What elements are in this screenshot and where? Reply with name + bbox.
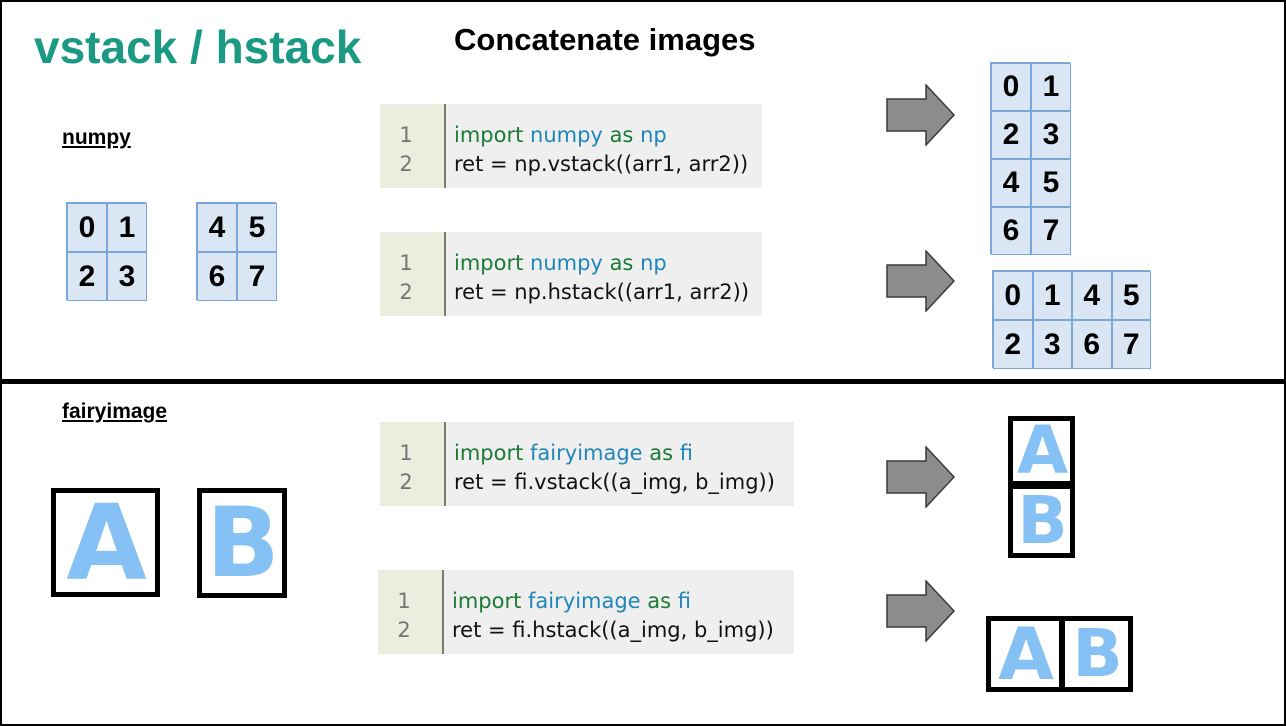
right-arrow-icon	[886, 446, 956, 508]
import-keyword: import	[452, 589, 522, 613]
right-arrow-icon	[886, 580, 956, 642]
result-cell: 0	[993, 271, 1033, 320]
module-name: numpy	[530, 123, 603, 147]
code-statement: ret = np.vstack((arr1, arr2))	[454, 152, 749, 176]
code-line: 2 ret = fi.hstack((a_img, b_img))	[378, 615, 794, 645]
vstack-result-a-tile: A	[1008, 416, 1075, 486]
result-cell: 6	[1072, 320, 1112, 369]
arr1-cell: 1	[107, 203, 147, 252]
letter-a: A	[998, 616, 1054, 692]
page-subtitle: Concatenate images	[454, 22, 756, 57]
line-number: 2	[399, 280, 413, 304]
result-cell: 3	[1032, 320, 1072, 369]
arr1-cell: 3	[107, 252, 147, 301]
arr2-cell: 7	[237, 252, 277, 301]
right-arrow-icon	[886, 84, 956, 146]
arr2-cell: 4	[197, 203, 237, 252]
as-keyword: as	[647, 589, 672, 613]
result-cell: 7	[1111, 320, 1151, 369]
as-keyword: as	[609, 251, 634, 275]
code-line: 1 import fairyimage as fi	[378, 586, 794, 616]
result-cell: 0	[991, 63, 1031, 111]
code-statement: ret = np.hstack((arr1, arr2))	[454, 280, 750, 304]
arr1-grid: 0 1 2 3	[66, 202, 147, 301]
arr1-cell: 0	[67, 203, 107, 252]
code-line: 2 ret = fi.vstack((a_img, b_img))	[380, 467, 794, 497]
line-number: 1	[399, 251, 413, 275]
result-cell: 5	[1031, 159, 1071, 207]
as-keyword: as	[609, 123, 634, 147]
code-line: 2 ret = np.vstack((arr1, arr2))	[380, 149, 762, 179]
line-number: 2	[397, 618, 411, 642]
result-cell: 1	[1031, 63, 1071, 111]
arr2-grid: 4 5 6 7	[196, 202, 277, 301]
hstack-result-a-tile: A	[986, 616, 1064, 692]
result-cell: 4	[1072, 271, 1112, 320]
line-number: 1	[397, 589, 411, 613]
hstack-result-grid: 0 1 4 5 2 3 6 7	[992, 270, 1151, 369]
code-statement: ret = fi.vstack((a_img, b_img))	[454, 470, 775, 494]
letter-b: B	[1017, 484, 1067, 558]
numpy-vstack-code: 1 import numpy as np 2 ret = np.vstack((…	[380, 104, 762, 188]
arr2-cell: 5	[237, 203, 277, 252]
result-cell: 2	[991, 111, 1031, 159]
code-line: 1 import numpy as np	[380, 120, 762, 150]
import-keyword: import	[454, 251, 524, 275]
vstack-result-b-tile: B	[1008, 484, 1075, 558]
module-alias: fi	[677, 589, 692, 613]
result-cell: 5	[1111, 271, 1151, 320]
code-statement: ret = fi.hstack((a_img, b_img))	[452, 618, 774, 642]
section-divider	[0, 379, 1286, 384]
module-alias: np	[640, 123, 667, 147]
line-gutter	[380, 232, 446, 316]
module-name: fairyimage	[530, 441, 643, 465]
letter-b: B	[1072, 616, 1122, 692]
line-gutter	[378, 570, 444, 654]
image-a-tile: A	[51, 488, 160, 597]
arr2-cell: 6	[197, 252, 237, 301]
hstack-result-b-tile: B	[1060, 616, 1133, 692]
line-number: 2	[399, 152, 413, 176]
module-alias: fi	[679, 441, 694, 465]
page-title: vstack / hstack	[34, 21, 362, 73]
fairyimage-hstack-code: 1 import fairyimage as fi 2 ret = fi.hst…	[378, 570, 794, 654]
result-cell: 1	[1032, 271, 1072, 320]
module-name: numpy	[530, 251, 603, 275]
letter-b: B	[206, 488, 279, 598]
fairyimage-section-label: fairyimage	[62, 400, 168, 423]
module-alias: np	[640, 251, 667, 275]
result-cell: 7	[1031, 207, 1071, 255]
fairyimage-vstack-code: 1 import fairyimage as fi 2 ret = fi.vst…	[380, 422, 794, 506]
result-cell: 6	[991, 207, 1031, 255]
result-cell: 4	[991, 159, 1031, 207]
line-number: 2	[399, 470, 413, 494]
module-name: fairyimage	[528, 589, 641, 613]
code-line: 1 import numpy as np	[380, 248, 762, 278]
arr1-cell: 2	[67, 252, 107, 301]
letter-a: A	[66, 488, 146, 597]
as-keyword: as	[649, 441, 674, 465]
vstack-result-grid: 0 1 2 3 4 5 6 7	[990, 62, 1071, 255]
import-keyword: import	[454, 441, 524, 465]
line-gutter	[380, 422, 446, 506]
result-cell: 3	[1031, 111, 1071, 159]
result-cell: 2	[993, 320, 1033, 369]
line-number: 1	[399, 123, 413, 147]
letter-a: A	[1016, 416, 1068, 486]
code-line: 2 ret = np.hstack((arr1, arr2))	[380, 277, 762, 307]
numpy-hstack-code: 1 import numpy as np 2 ret = np.hstack((…	[380, 232, 762, 316]
line-gutter	[380, 104, 446, 188]
code-line: 1 import fairyimage as fi	[380, 438, 794, 468]
right-arrow-icon	[886, 250, 956, 312]
numpy-section-label: numpy	[62, 126, 131, 149]
image-b-tile: B	[197, 488, 287, 598]
import-keyword: import	[454, 123, 524, 147]
line-number: 1	[399, 441, 413, 465]
